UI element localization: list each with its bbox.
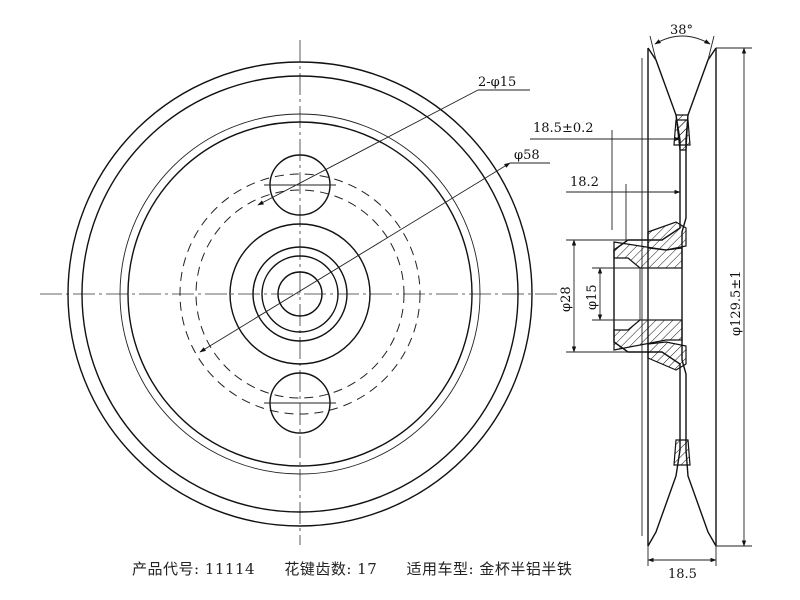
groove-width-label: 18.5±0.2 — [533, 121, 594, 136]
product-code: 产品代号: 11114 — [132, 560, 256, 578]
outer-rim-circle — [67, 61, 533, 527]
overall-width-label: 18.5 — [668, 567, 697, 582]
section-bottom-web — [673, 439, 691, 466]
groove-angle-arc — [654, 35, 711, 45]
rim-inner-circle-1 — [81, 75, 519, 513]
caption: 产品代号: 11114 花键齿数: 17 适用车型: 金杯半铝半铁 — [132, 558, 596, 579]
bore-label: φ15 — [585, 284, 600, 310]
groove-depth-label: 18.2 — [570, 175, 599, 190]
section-top-groove — [673, 119, 691, 146]
spline-teeth: 花键齿数: 17 — [284, 560, 378, 578]
profile-right — [681, 47, 717, 547]
section-bore-lower — [613, 319, 683, 351]
side-section-view: 38° 18.5±0.2 18.2 φ28 φ15 φ129.5±1 18.5 — [530, 23, 752, 582]
bolt-circle-leader — [199, 162, 511, 353]
hub-outer-label: φ28 — [559, 286, 574, 312]
groove-angle-ext-right — [707, 35, 715, 61]
front-view: 2-φ15 φ58 — [40, 40, 560, 545]
vehicle-model: 适用车型: 金杯半铝半铁 — [406, 560, 573, 578]
profile-left — [613, 47, 681, 547]
od-label: φ129.5±1 — [729, 271, 744, 336]
bolt-holes-label: 2-φ15 — [478, 75, 516, 90]
section-bottom-hub — [647, 341, 687, 371]
groove-angle-label: 38° — [670, 23, 693, 38]
section-top-hub — [647, 221, 687, 251]
bolt-circle-label: φ58 — [514, 148, 540, 163]
groove-angle-ext-left — [649, 35, 657, 61]
